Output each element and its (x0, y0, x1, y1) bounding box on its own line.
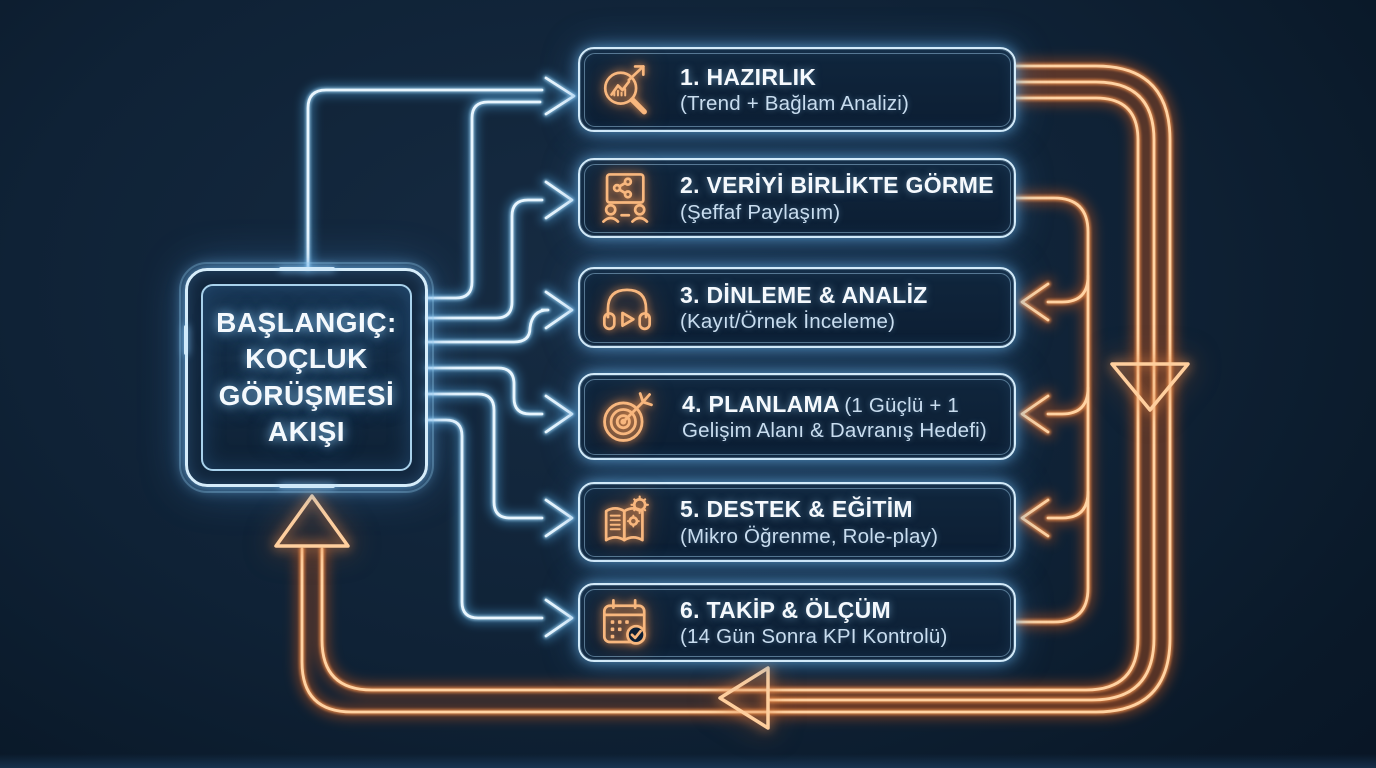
step-text: 6. TAKİP & ÖLÇÜM (14 Gün Sonra KPI Kontr… (680, 596, 1012, 649)
step-node-2: 2. VERİYİ BİRLİKTE GÖRME (Şeffaf Paylaşı… (578, 158, 1016, 238)
shared-board-people-icon (598, 168, 656, 228)
step-node-6: 6. TAKİP & ÖLÇÜM (14 Gün Sonra KPI Kontr… (578, 583, 1016, 662)
step-title: 3. DİNLEME & ANALİZ (680, 281, 928, 308)
frame-notch (278, 267, 335, 271)
target-dart-icon (598, 386, 658, 448)
step-node-1: 1. HAZIRLIK (Trend + Bağlam Analizi) (578, 47, 1016, 132)
step-text: 3. DİNLEME & ANALİZ (Kayıt/Örnek İncelem… (680, 281, 1012, 334)
bottom-edge-glow (0, 754, 1376, 768)
step-subtitle: (14 Gün Sonra KPI Kontrolü) (680, 625, 948, 649)
step-subtitle: (1 Güçlü + 1 Gelişim Alanı & Davranış He… (682, 393, 987, 443)
step-node-5: 5. DESTEK & EĞİTİM (Mikro Öğrenme, Role-… (578, 482, 1016, 562)
frame-notch (184, 325, 188, 355)
calendar-check-icon (598, 593, 656, 653)
step-subtitle: (Şeffaf Paylaşım) (680, 200, 841, 224)
book-gears-icon (598, 492, 656, 552)
start-node-label: BAŞLANGIÇ: KOÇLUK GÖRÜŞMESİ AKIŞI (216, 306, 397, 447)
step-subtitle: (Mikro Öğrenme, Role-play) (680, 524, 939, 548)
step-subtitle: (Trend + Bağlam Analizi) (680, 92, 910, 116)
step-title: 2. VERİYİ BİRLİKTE GÖRME (680, 172, 994, 199)
frame-notch (278, 484, 335, 488)
step-text: 5. DESTEK & EĞİTİM (Mikro Öğrenme, Role-… (680, 495, 1012, 548)
step-node-3: 3. DİNLEME & ANALİZ (Kayıt/Örnek İncelem… (578, 267, 1016, 348)
step-node-4: 4. PLANLAMA (1 Güçlü + 1 Gelişim Alanı &… (578, 373, 1016, 460)
step-title: 4. PLANLAMA (682, 390, 840, 417)
start-node: BAŞLANGIÇ: KOÇLUK GÖRÜŞMESİ AKIŞI (179, 262, 434, 493)
step-title: 6. TAKİP & ÖLÇÜM (680, 596, 891, 623)
step-text: 2. VERİYİ BİRLİKTE GÖRME (Şeffaf Paylaşı… (680, 171, 1012, 224)
down-arrow-icon (1110, 362, 1190, 412)
step-subtitle: (Kayıt/Örnek İnceleme) (680, 310, 896, 334)
step-title: 1. HAZIRLIK (680, 63, 817, 90)
trend-magnifier-icon (598, 59, 656, 121)
step-text: 1. HAZIRLIK (Trend + Bağlam Analizi) (680, 63, 1012, 116)
headphones-play-icon (598, 279, 656, 337)
up-arrow-icon (274, 494, 350, 548)
step-text: 4. PLANLAMA (1 Güçlü + 1 Gelişim Alanı &… (682, 390, 1014, 443)
start-node-panel: BAŞLANGIÇ: KOÇLUK GÖRÜŞMESİ AKIŞI (201, 284, 412, 471)
left-arrow-icon (718, 666, 770, 730)
step-title: 5. DESTEK & EĞİTİM (680, 496, 913, 523)
